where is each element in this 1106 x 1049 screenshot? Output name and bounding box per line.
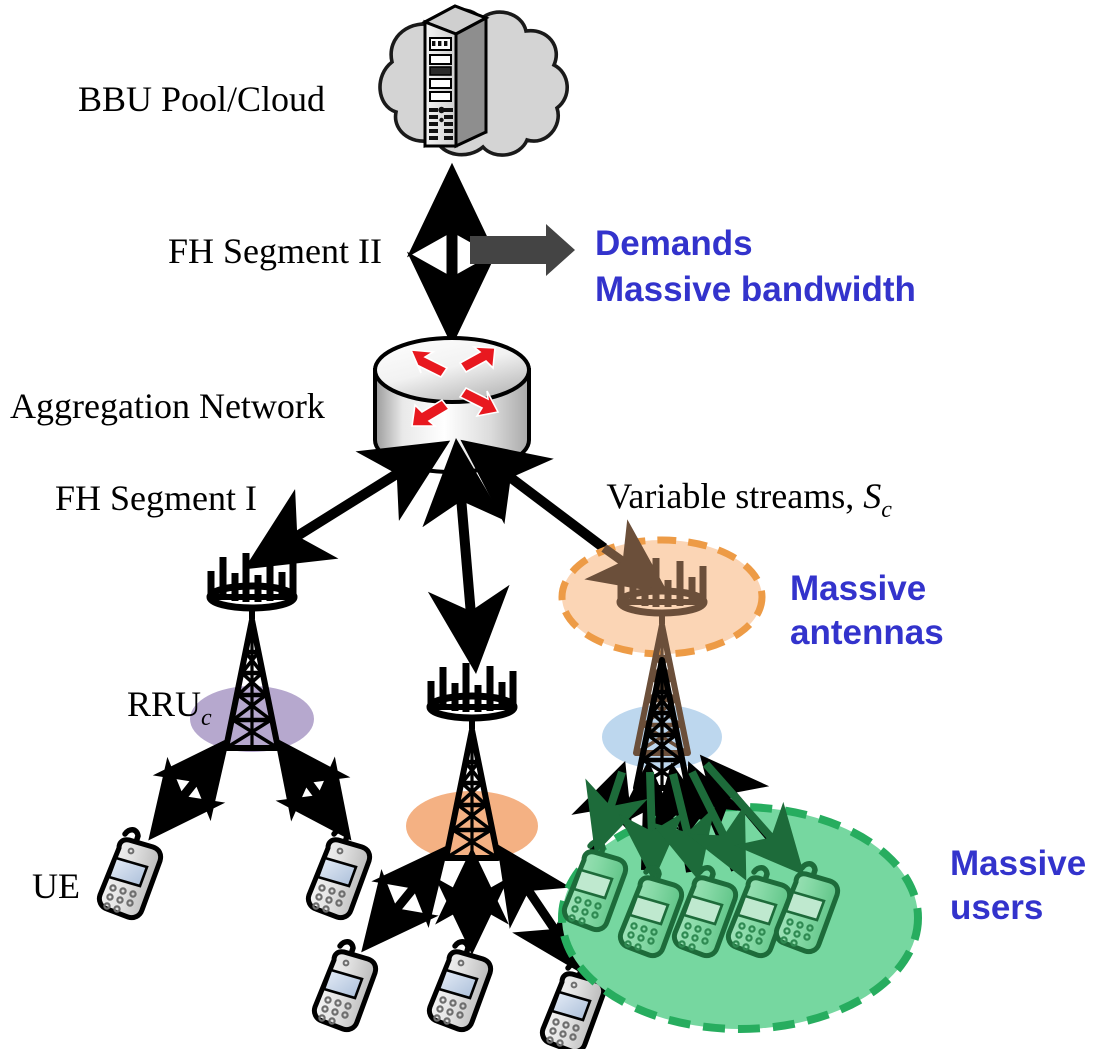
gray-arrow-icon	[470, 224, 575, 276]
rru-node-2	[406, 663, 538, 861]
massive-users-line-1: Massive	[950, 844, 1086, 883]
fh-segment-2-label: FH Segment II	[168, 231, 382, 271]
demands-callout: Demands Massive bandwidth	[470, 224, 916, 309]
downlink-arrow-green	[585, 770, 648, 855]
aggregation-network-label: Aggregation Network	[10, 386, 325, 426]
massive-antennas-line-1: Massive	[790, 569, 926, 608]
link-rru1-ue-right	[274, 737, 352, 841]
fh-segment-1-label: FH Segment I	[55, 478, 257, 518]
demands-line-2: Massive bandwidth	[595, 270, 916, 309]
rru-node-3	[602, 558, 722, 788]
aggregation-router-node	[373, 336, 531, 474]
massive-antennas-callout: Massive antennas	[790, 569, 944, 652]
rru-label: RRUc	[82, 684, 239, 733]
link-rru1-ue-left	[148, 737, 230, 841]
variable-streams-label: Variable streams, Sc	[562, 476, 919, 525]
massive-users-line-2: users	[950, 888, 1043, 927]
demands-line-1: Demands	[595, 224, 753, 263]
massive-users-callout: Massive users	[950, 844, 1086, 927]
downlink-arrow-green	[703, 761, 805, 876]
link-router-to-rru-1	[243, 440, 451, 570]
massive-antennas-line-2: antennas	[790, 613, 944, 652]
link-rru2-ue-left	[361, 844, 449, 953]
router-arrows-icon	[409, 346, 500, 427]
ue-label: UE	[32, 866, 80, 906]
downlink-arrow-green	[686, 770, 747, 881]
bbu-pool-cloud-node	[378, 4, 569, 157]
downlink-arrow-green	[618, 771, 685, 882]
link-router-to-rru-2	[422, 438, 510, 674]
bbu-pool-label: BBU Pool/Cloud	[78, 79, 325, 119]
server-icon	[421, 4, 490, 149]
rru-node-1	[190, 553, 314, 752]
link-router-to-rru-3	[460, 439, 608, 552]
